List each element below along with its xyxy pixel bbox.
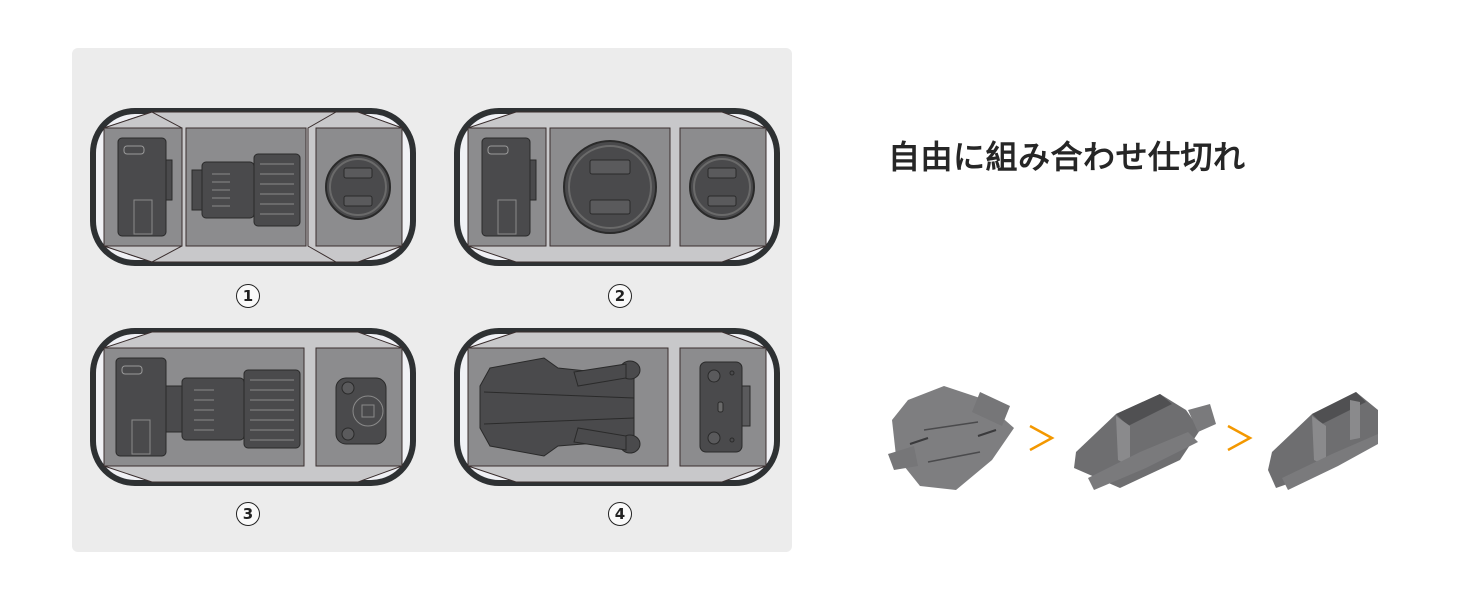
layout-number-1: 1 [236, 284, 260, 308]
layout-number-2: 2 [608, 284, 632, 308]
fully-assembled-divider-icon [1268, 392, 1378, 490]
folded-drone-icon [467, 347, 669, 467]
camera-body-icon [103, 111, 183, 263]
large-lens-cap-icon [549, 127, 671, 247]
arrow-right-icon [1227, 424, 1253, 452]
page-title: 自由に組み合わせ仕切れ [888, 138, 1246, 176]
quick-release-plate-icon [315, 347, 403, 467]
tray-layout-2 [454, 108, 780, 266]
arrow-right-icon [1029, 424, 1055, 452]
flat-divider-sheet-icon [888, 386, 1014, 490]
divider-assembly-steps [888, 386, 1378, 490]
tray-layout-3 [90, 328, 416, 486]
tray-layout-4 [454, 328, 780, 486]
partially-folded-divider-icon [1074, 394, 1216, 490]
camera-body-icon [467, 127, 547, 247]
zoom-lens-icon [185, 127, 307, 247]
drone-remote-controller-icon [679, 347, 767, 467]
lens-cap-icon [679, 127, 767, 247]
camera-with-long-lens-icon [103, 347, 305, 467]
layout-number-4: 4 [608, 502, 632, 526]
tray-layout-1 [90, 108, 416, 266]
layout-number-3: 3 [236, 502, 260, 526]
lens-cap-icon [307, 111, 403, 263]
layout-examples-panel: 1 2 [72, 48, 792, 552]
